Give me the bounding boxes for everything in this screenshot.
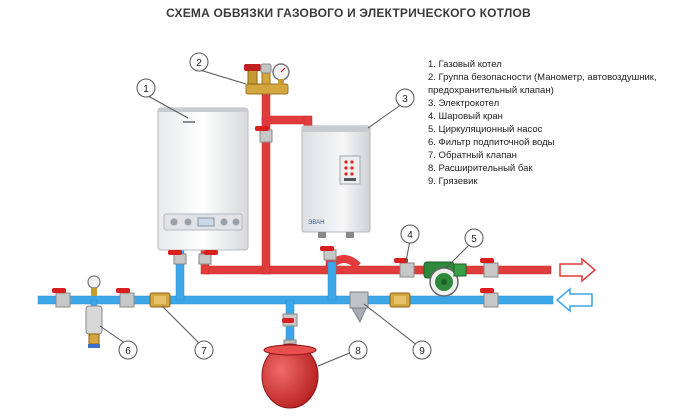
arrow-in-icon xyxy=(555,287,593,313)
callout-4-label: 4 xyxy=(407,230,413,241)
check-valve-icon xyxy=(149,292,171,308)
legend-item: 5. Циркуляционный насос xyxy=(428,124,543,135)
circulation-pump-icon xyxy=(423,261,467,297)
callout-2-label: 2 xyxy=(196,58,202,69)
filter-icon xyxy=(85,275,103,348)
callout-7-label: 7 xyxy=(201,346,207,357)
callout-4: 4 xyxy=(400,224,420,244)
callout-3-label: 3 xyxy=(402,94,408,105)
electric-boiler-icon: ЭВАН xyxy=(301,125,371,238)
legend-item: 8. Расширительный бак xyxy=(428,163,533,174)
ball-valve-icon xyxy=(394,258,415,278)
electric-boiler-brand: ЭВАН xyxy=(308,220,324,226)
ball-valves xyxy=(52,126,499,327)
callout-8-label: 8 xyxy=(355,346,361,357)
ball-valve-icon xyxy=(320,246,337,261)
gas-boiler-icon xyxy=(157,107,249,251)
legend-item: 2. Группа безопасности (Манометр, автово… xyxy=(428,72,657,96)
callout-2: 2 xyxy=(189,52,209,72)
callout-1: 1 xyxy=(136,78,156,98)
legend-item: 3. Электрокотел xyxy=(428,98,500,109)
diagram-title: СХЕМА ОБВЯЗКИ ГАЗОВОГО И ЭЛЕКТРИЧЕСКОГО … xyxy=(166,6,531,20)
legend-item: 7. Обратный клапан xyxy=(428,150,517,161)
callout-5: 5 xyxy=(464,228,484,248)
legend-item: 1. Газовый котел xyxy=(428,59,502,70)
callout-5-label: 5 xyxy=(471,234,477,245)
callouts: 1 2 3 4 5 6 7 8 xyxy=(118,52,484,360)
expansion-tank-icon xyxy=(261,339,319,409)
return-pipes xyxy=(37,247,554,345)
arrow-out-icon xyxy=(559,257,597,283)
check-valve-icon xyxy=(389,292,411,308)
safety-group-icon xyxy=(244,63,290,95)
ball-valve-icon xyxy=(282,313,298,327)
legend-list: 1. Газовый котел 2. Группа безопасности … xyxy=(428,58,690,188)
ball-valve-icon xyxy=(116,288,135,308)
callout-8: 8 xyxy=(348,340,368,360)
callout-6: 6 xyxy=(118,340,138,360)
legend-item: 4. Шаровый кран xyxy=(428,111,503,122)
callout-9: 9 xyxy=(412,340,432,360)
ball-valve-icon xyxy=(480,288,499,308)
legend-item: 6. Фильтр подпиточной воды xyxy=(428,137,555,148)
ball-valve-icon xyxy=(198,250,218,265)
ball-valve-icon xyxy=(255,126,273,143)
callout-7: 7 xyxy=(194,340,214,360)
mud-trap-icon xyxy=(349,291,369,324)
callout-1-label: 1 xyxy=(143,84,149,95)
ball-valve-icon xyxy=(480,258,499,278)
ball-valve-icon xyxy=(52,288,71,308)
callout-leaders xyxy=(99,69,471,367)
callout-6-label: 6 xyxy=(125,346,131,357)
ball-valve-icon xyxy=(168,250,187,265)
supply-pipes xyxy=(200,91,552,275)
callout-9-label: 9 xyxy=(419,346,425,357)
callout-3: 3 xyxy=(395,88,415,108)
legend-item: 9. Грязевик xyxy=(428,176,478,187)
